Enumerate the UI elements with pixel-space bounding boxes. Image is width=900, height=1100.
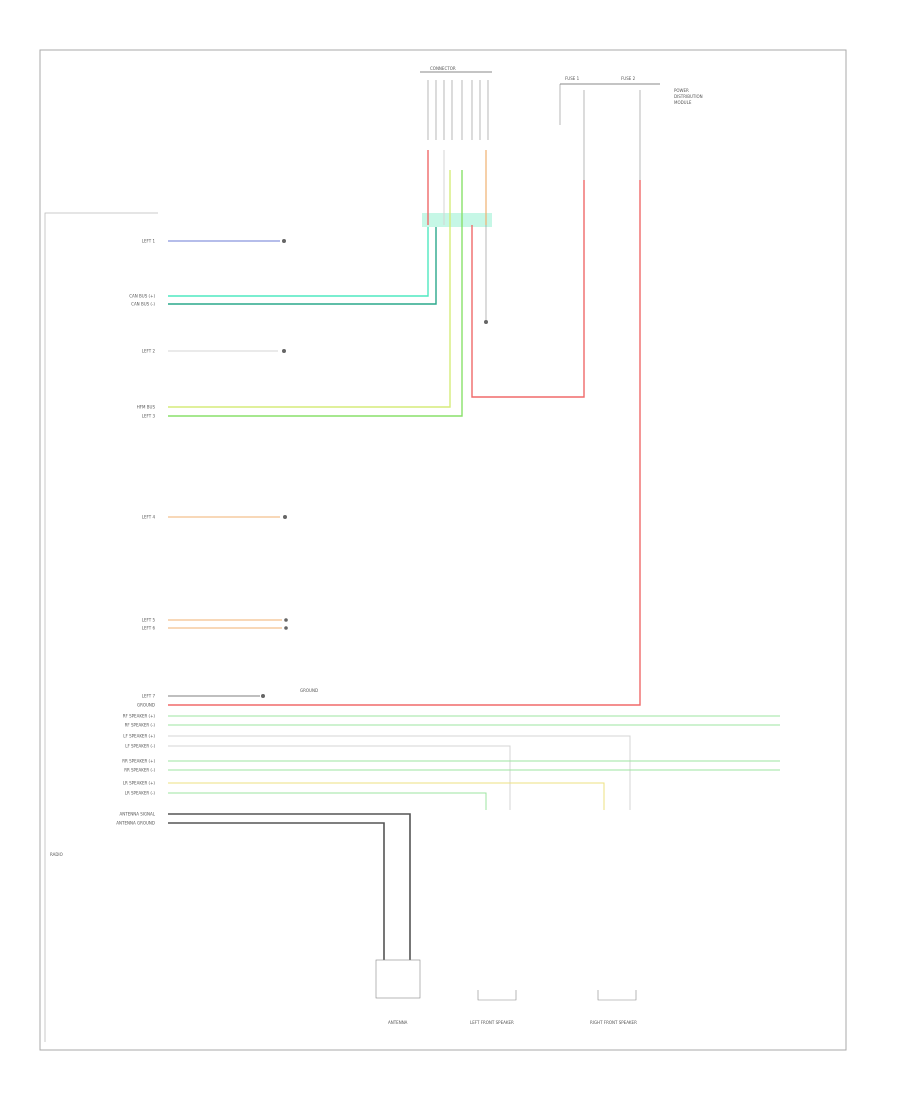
function-label: LEFT 6 — [142, 626, 156, 631]
right-front-speaker — [597, 990, 637, 1001]
function-label: ANTENNA GROUND — [116, 821, 155, 826]
antenna-connector — [375, 959, 421, 999]
fuse-stubs — [559, 84, 641, 180]
note-line: DISTRIBUTION — [674, 94, 703, 99]
fuse-label-2: FUSE 2 — [621, 76, 636, 81]
function-label: LF SPEAKER (+) — [123, 734, 155, 739]
wire-antenna-signal — [168, 813, 411, 960]
wire-green — [168, 170, 463, 417]
function-label: LR SPEAKER (+) — [123, 781, 156, 786]
wire-yellow-green — [168, 170, 451, 408]
fuse-label-1: FUSE 1 — [565, 76, 580, 81]
splice-dot — [284, 618, 288, 622]
wire-antenna-ground — [168, 822, 385, 960]
antenna-label: ANTENNA — [388, 1020, 408, 1025]
splice-dot — [282, 239, 286, 243]
splice-dot — [282, 349, 286, 353]
splice-dot — [284, 626, 288, 630]
rf-speaker-label: RIGHT FRONT SPEAKER — [590, 1020, 637, 1025]
function-label: LF SPEAKER (-) — [125, 744, 155, 749]
wire-lr-plus — [168, 782, 605, 810]
left-front-speaker — [477, 990, 517, 1001]
function-label: LEFT 2 — [142, 349, 156, 354]
function-label: LEFT 1 — [142, 239, 156, 244]
function-label: CAN BUS (-) — [131, 302, 155, 307]
wire-lr-minus — [168, 792, 487, 810]
radio-module-outline — [44, 212, 158, 1042]
function-label: RR SPEAKER (-) — [124, 768, 155, 773]
top-connector-pins — [427, 80, 489, 140]
lf-speaker-label: LEFT FRONT SPEAKER — [470, 1020, 514, 1025]
function-label: GROUND — [137, 703, 155, 708]
function-label: LEFT 7 — [142, 694, 156, 699]
note-line: MODULE — [674, 100, 692, 105]
function-label: RF SPEAKER (-) — [125, 723, 156, 728]
function-label: HFM BUS — [137, 405, 156, 410]
radio-label: RADIO — [50, 852, 63, 857]
wire-red-power-1 — [471, 180, 585, 398]
wire-teal-can-minus — [168, 225, 437, 305]
function-label: LEFT 5 — [142, 618, 156, 623]
wire-lf-minus — [168, 745, 511, 810]
splice-dot — [484, 320, 488, 324]
splice-dot — [283, 515, 287, 519]
note-line: POWER — [674, 88, 689, 93]
splice-dot — [261, 694, 265, 698]
ground-label: GROUND — [300, 688, 318, 693]
wire-lf-plus — [168, 735, 631, 810]
function-label: LR SPEAKER (-) — [125, 791, 156, 796]
function-label: RF SPEAKER (+) — [123, 714, 156, 719]
wire-red-power-2 — [168, 180, 641, 706]
radio-function-labels: LEFT 1 CAN BUS (+) CAN BUS (-) LEFT 2 HFM BU… — [116, 239, 155, 826]
top-connector-label: CONNECTOR — [430, 66, 456, 71]
cyan-band — [422, 213, 492, 227]
function-label: LEFT 3 — [142, 414, 156, 419]
wire-cyan-can-plus — [168, 225, 429, 297]
function-label: RR SPEAKER (+) — [122, 759, 155, 764]
function-label: CAN BUS (+) — [129, 294, 155, 299]
function-label: ANTENNA SIGNAL — [120, 812, 156, 817]
function-label: LEFT 4 — [142, 515, 156, 520]
diagram-border — [39, 49, 847, 1051]
